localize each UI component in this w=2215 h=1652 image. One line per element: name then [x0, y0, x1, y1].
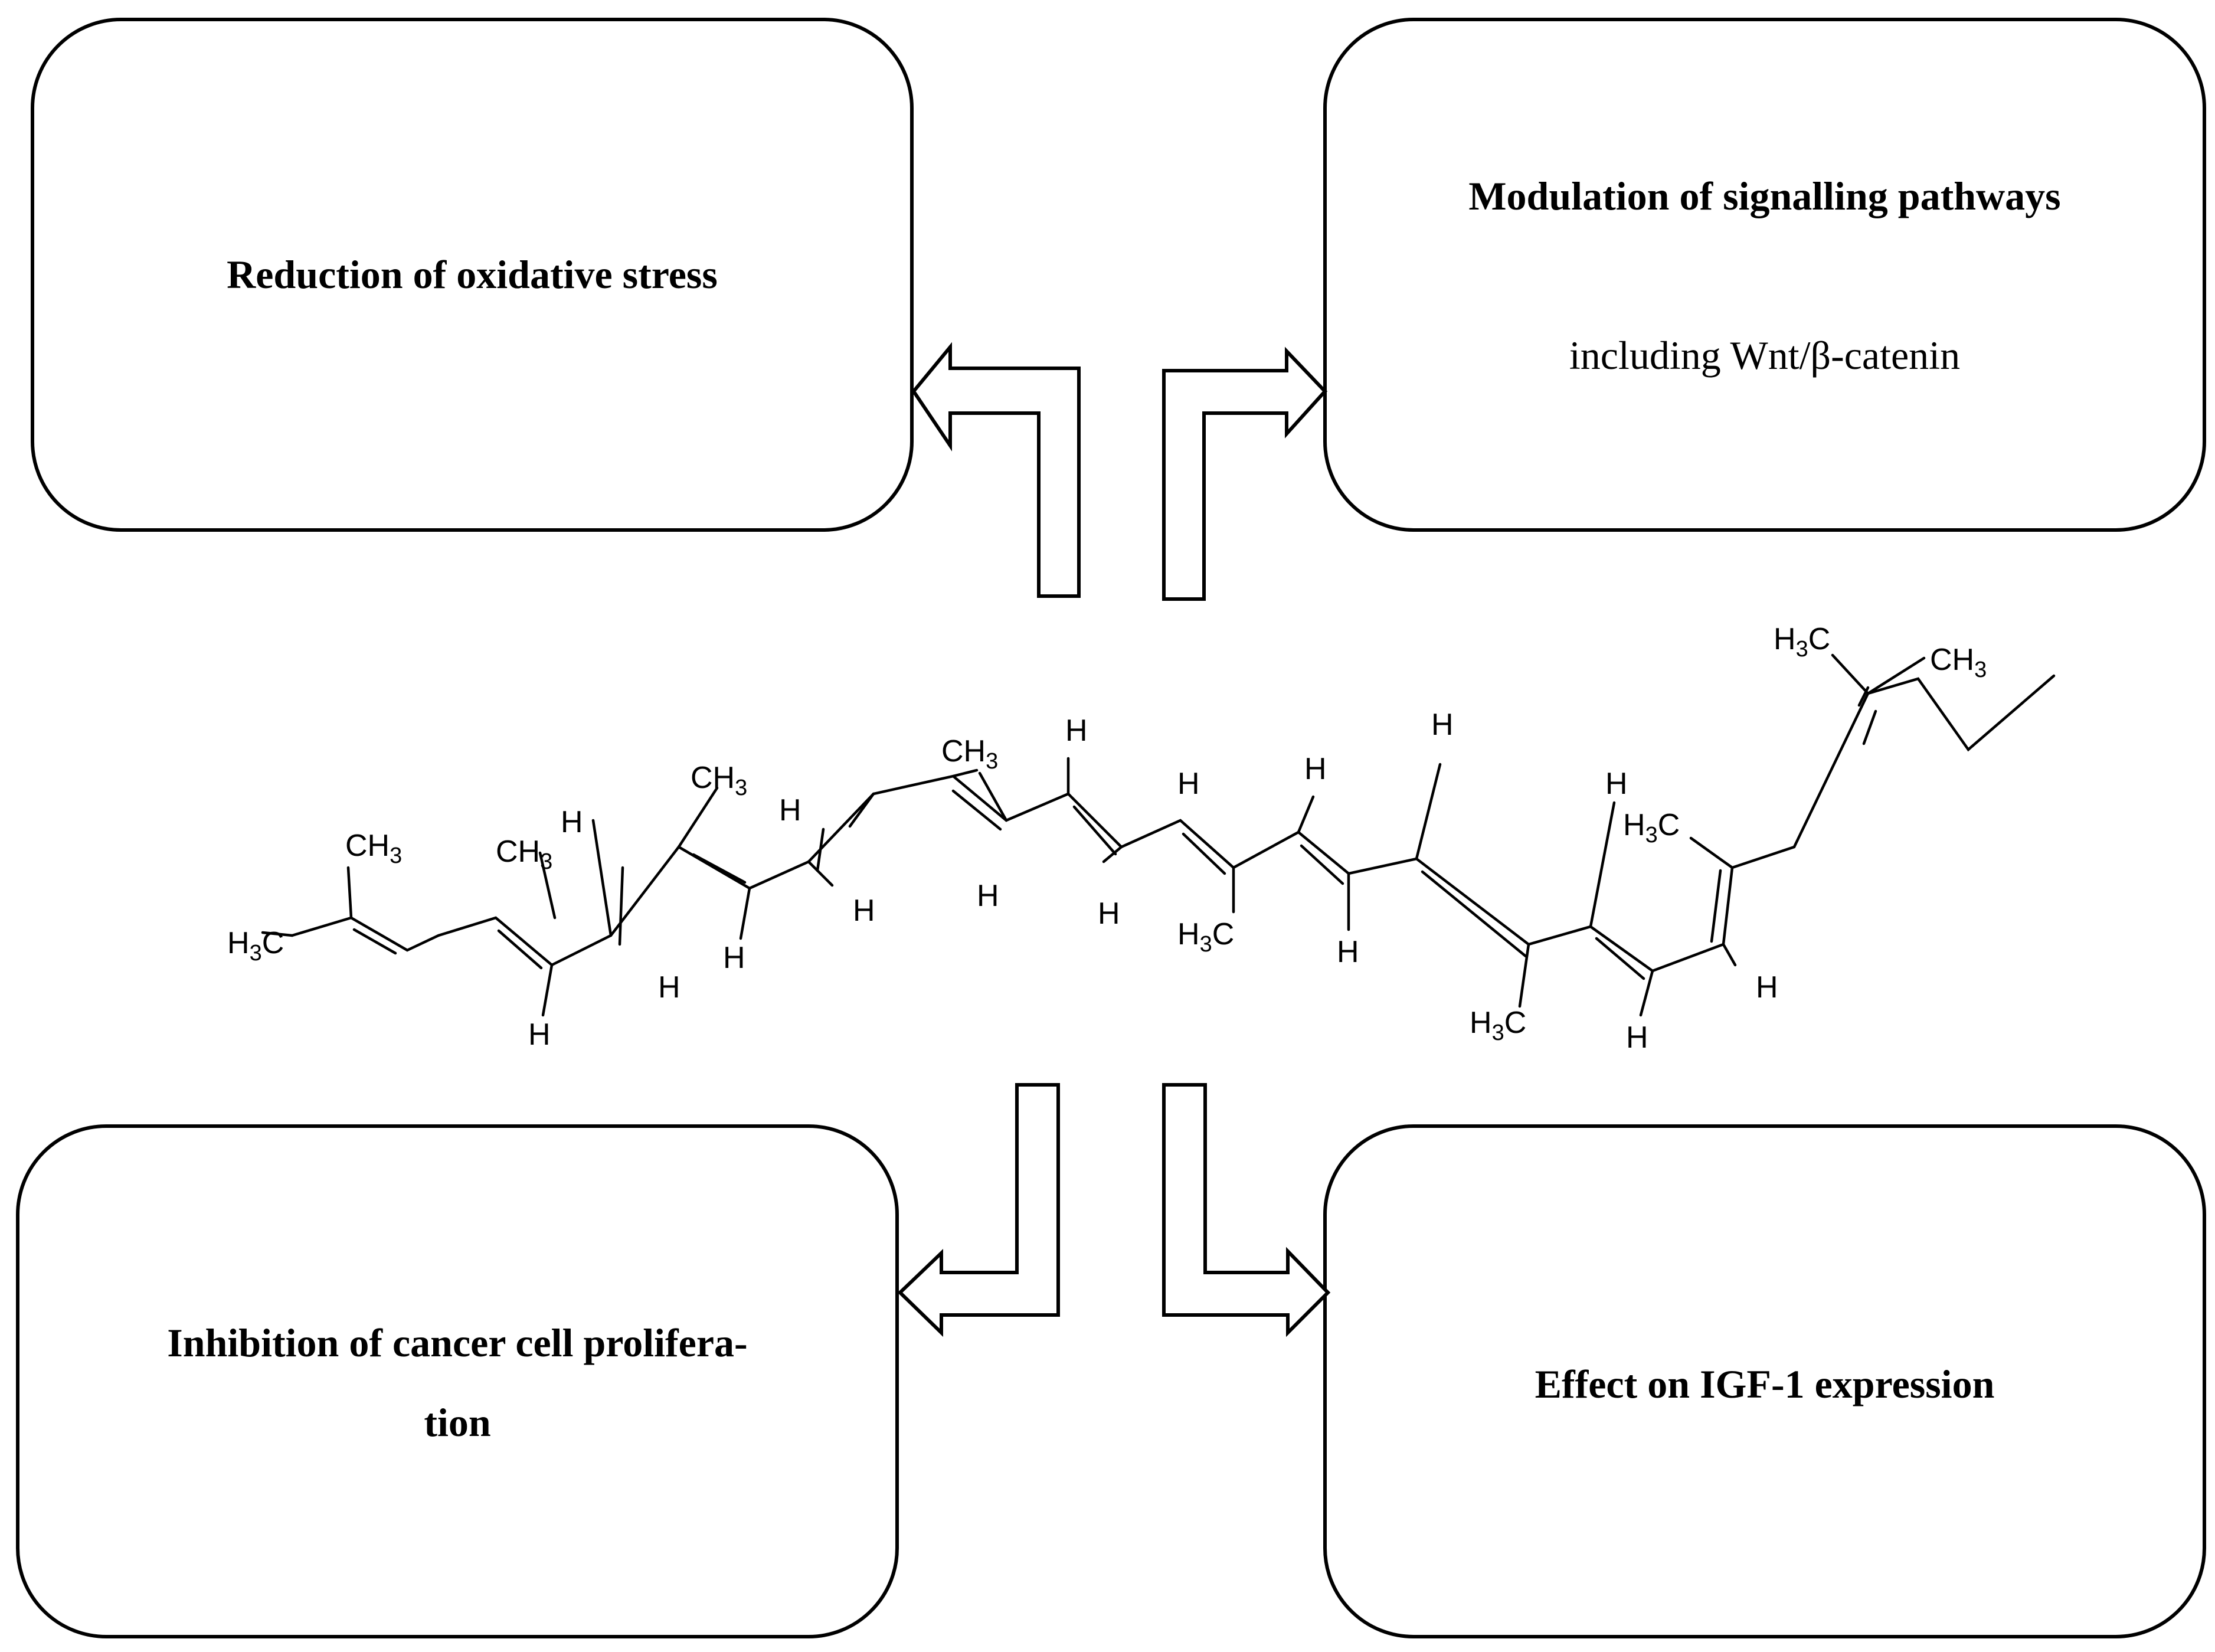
atom-label: CH3: [941, 734, 998, 774]
atom-label: CH3: [496, 835, 552, 874]
box-effect-on-igf1-expression: Effect on IGF-1 expression: [1323, 1124, 2206, 1638]
atom-label: H: [658, 970, 680, 1005]
box-modulation-of-signalling-pathways: Modulation of signalling pathways includ…: [1323, 18, 2206, 532]
atom-label: H: [561, 805, 583, 839]
atom-label: H: [1605, 767, 1628, 801]
atom-label: H: [528, 1018, 551, 1052]
atom-label: CH3: [691, 761, 747, 800]
molecule-atom-labels: H3C CH3 CH3 H H H CH3 H H H CH3 H H H H …: [227, 622, 1987, 1055]
bent-arrow-up-right-icon: [1162, 346, 1328, 601]
atom-label: H: [723, 941, 745, 975]
atom-label: H: [1431, 708, 1454, 742]
box-title: Modulation of signalling pathways: [1468, 174, 2060, 218]
atom-label: CH3: [345, 829, 402, 868]
atom-label: H3C: [227, 926, 284, 966]
box-subtitle: including Wnt/β-catenin: [1569, 333, 1960, 378]
atom-label: H3C: [1177, 917, 1234, 957]
atom-label: H: [1177, 767, 1200, 801]
atom-label: H: [1337, 935, 1359, 969]
bent-arrow-up-left-icon: [911, 342, 1081, 598]
box-inhibition-of-cancer-cell-proliferation: Inhibition of cancer cell prolifera- tio…: [16, 1124, 899, 1638]
molecule-bonds: [261, 653, 2056, 1017]
atom-label: H: [779, 793, 801, 827]
box-title-line-1: Inhibition of cancer cell prolifera-: [167, 1320, 747, 1365]
box-title-line-2: tion: [424, 1400, 490, 1445]
box-title: Reduction of oxidative stress: [227, 252, 718, 297]
atom-label: H: [1304, 752, 1327, 786]
box-title: Effect on IGF-1 expression: [1535, 1362, 1995, 1406]
atom-label: CH3: [1930, 643, 1987, 682]
atom-label: H: [977, 879, 999, 913]
atom-label: H3C: [1470, 1006, 1526, 1045]
box-reduction-of-oxidative-stress: Reduction of oxidative stress: [31, 18, 914, 532]
atom-label: H3C: [1774, 622, 1830, 662]
atom-label: H: [1098, 897, 1120, 931]
bent-arrow-down-right-icon: [1162, 1083, 1331, 1337]
atom-label: H: [1065, 714, 1088, 748]
lycopene-structure: H3C CH3 CH3 H H H CH3 H H H CH3 H H H H …: [227, 622, 2056, 1055]
atom-label: H: [1626, 1020, 1648, 1055]
atom-label: H: [853, 894, 875, 928]
bent-arrow-down-left-icon: [897, 1083, 1060, 1337]
atom-label: H: [1756, 970, 1778, 1005]
atom-label: H3C: [1623, 808, 1680, 848]
